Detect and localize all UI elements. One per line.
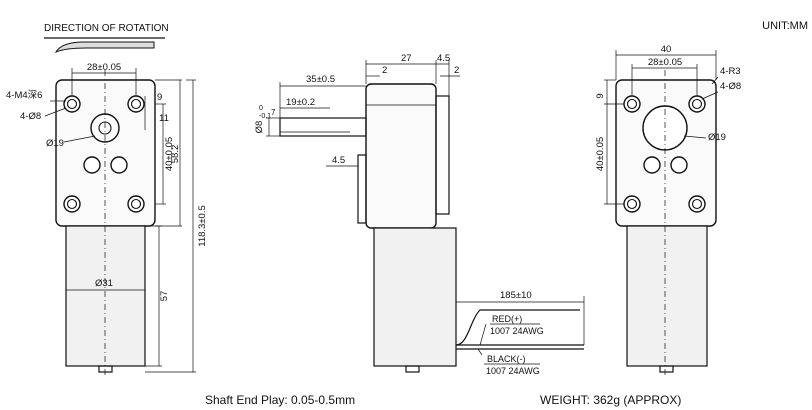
side-shaft — [279, 117, 367, 137]
side-flat-len: 19±0.2 — [286, 97, 315, 108]
front-offset-9: 9 — [157, 92, 162, 103]
rear-inner-dim: 28±0.05 — [648, 57, 682, 68]
rear-offset-9: 9 — [595, 93, 606, 98]
side-shaft-len: 35±0.5 — [306, 74, 335, 85]
side-motor — [373, 227, 457, 367]
side-step-4-5: 4.5 — [332, 155, 345, 166]
side-cap-4-5: 4.5 — [437, 53, 450, 64]
side-wire-black-label: BLACK(-) — [487, 354, 526, 364]
front-motor-dia: Ø31 — [95, 278, 113, 289]
side-shaft-dia: Ø8 — [254, 121, 265, 134]
side-flange-2-left: 2 — [382, 65, 387, 76]
rear-bore-callout: Ø19 — [708, 132, 726, 143]
weight-note: WEIGHT: 362g (APPROX) — [540, 393, 681, 407]
front-total-dim: 118.3±0.5 — [197, 205, 208, 247]
shaft-play-note: Shaft End Play: 0.05-0.5mm — [205, 393, 355, 407]
side-box-depth: 27 — [401, 53, 412, 64]
front-thread-callout: 4-M4深6 — [6, 90, 42, 101]
front-view: 28±0.05 4-M4深6 4-Ø8 Ø19 9 11 40±0.05 58.… — [6, 62, 208, 378]
rear-motor — [626, 225, 708, 367]
rear-radius-callout: 4-R3 — [720, 66, 741, 77]
side-wire-black-spec: 1007 24AWG — [486, 366, 540, 376]
front-offset-11: 11 — [159, 113, 169, 124]
front-bore-callout: Ø19 — [46, 138, 64, 149]
front-motor — [65, 225, 146, 367]
rotation-label: DIRECTION OF ROTATION — [44, 23, 169, 34]
side-wire-red-label: RED(+) — [492, 314, 522, 324]
side-tol-upper: 0 — [259, 105, 263, 112]
front-pitch-dim: 40±0.05 — [164, 137, 175, 171]
front-hole-callout: 4-Ø8 — [20, 111, 41, 122]
front-height-dim: 58.2 — [170, 145, 181, 164]
side-tol-base: 7 — [271, 108, 276, 117]
rotation-arrow-icon — [54, 41, 155, 54]
rear-view: 40 28±0.05 4-R3 4-Ø8 Ø19 9 40±0.05 — [595, 44, 741, 378]
side-flange-2-right: 2 — [454, 65, 459, 76]
front-motor-len: 57 — [159, 291, 170, 302]
side-view: 27 4.5 2 2 35±0.5 19±0.2 0 -0.1 7 Ø8 4.5… — [254, 53, 585, 376]
rear-hole-callout: 4-Ø8 — [720, 81, 741, 92]
side-wire-len: 185±10 — [500, 290, 532, 301]
side-gearbox-body — [365, 83, 437, 229]
unit-label: UNIT:MM — [762, 20, 808, 32]
rear-pitch-dim: 40±0.05 — [595, 137, 606, 171]
rear-width-dim: 40 — [661, 44, 672, 55]
side-wire-red-spec: 1007 24AWG — [490, 326, 544, 336]
front-width-dim: 28±0.05 — [87, 62, 121, 73]
side-tol-lower: -0.1 — [259, 113, 271, 120]
